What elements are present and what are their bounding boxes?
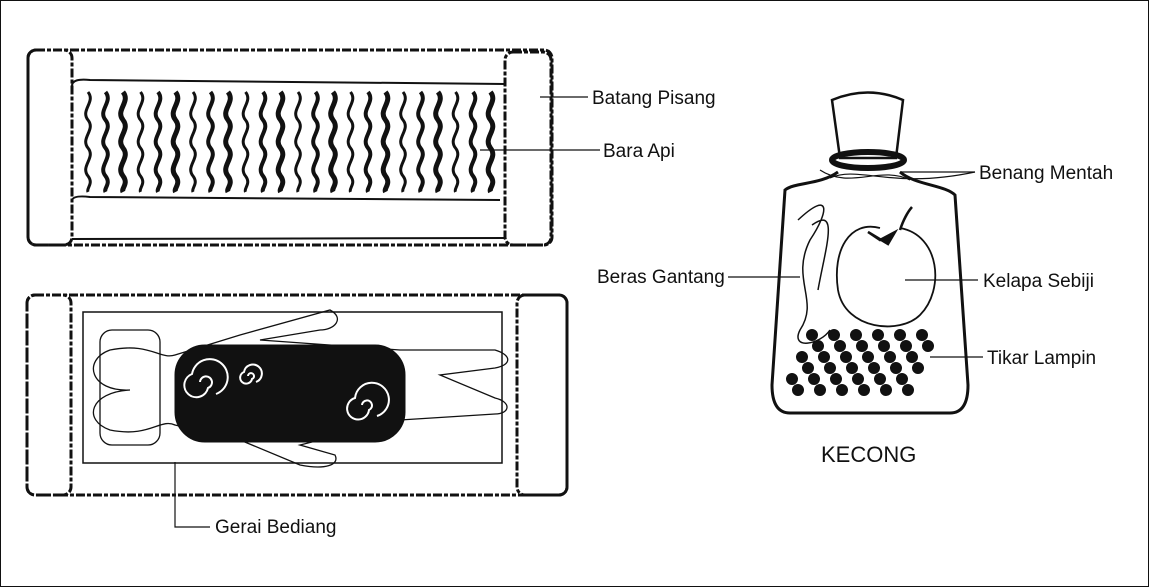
checker-dot <box>814 384 826 396</box>
body-cloth <box>174 344 406 443</box>
checker-dot <box>802 362 814 374</box>
label-kelapa-sebiji: Kelapa Sebiji <box>983 271 1094 292</box>
checker-dot <box>818 351 830 363</box>
raw-thread <box>819 169 976 181</box>
body-outline <box>92 309 509 468</box>
ember-stroke <box>451 91 460 193</box>
ember-stroke <box>153 90 163 193</box>
checker-dot <box>852 373 864 385</box>
gerai-mat <box>82 311 503 464</box>
checker-dot <box>786 373 798 385</box>
tikar-checker-mat <box>786 329 934 396</box>
checker-dot <box>868 362 880 374</box>
platform-trunk-left <box>25 293 73 497</box>
body-platform <box>25 293 569 497</box>
banana-trunk-right <box>503 50 553 247</box>
checker-dot <box>812 340 824 352</box>
checker-dot <box>900 340 912 352</box>
ember-stroke <box>206 90 215 193</box>
ember-stroke <box>118 90 128 194</box>
checker-dot <box>792 384 804 396</box>
ember-stroke <box>328 90 338 194</box>
cap-ring <box>829 149 907 171</box>
ember-stroke <box>433 90 443 194</box>
ember-stroke <box>346 91 355 193</box>
coconut-stem <box>867 206 913 246</box>
label-beras-gantang: Beras Gantang <box>597 267 725 288</box>
checker-dot <box>846 362 858 374</box>
checker-dot <box>916 329 928 341</box>
ember-stroke <box>485 90 496 194</box>
checker-dot <box>922 340 934 352</box>
checker-dot <box>874 373 886 385</box>
checker-dot <box>836 384 848 396</box>
ember-stroke <box>223 90 233 194</box>
ember-stroke <box>311 90 320 193</box>
checker-dot <box>858 384 870 396</box>
checker-dot <box>850 329 862 341</box>
label-benang-mentah: Benang Mentah <box>979 163 1113 184</box>
ember-stroke <box>241 91 250 193</box>
checker-dot <box>796 351 808 363</box>
label-batang-pisang: Batang Pisang <box>592 88 716 109</box>
ember-stroke <box>170 90 181 194</box>
checker-dot <box>906 351 918 363</box>
checker-dot <box>840 351 852 363</box>
ember-stroke <box>275 90 286 194</box>
label-bara-api: Bara Api <box>603 141 675 162</box>
rice-measure <box>797 204 831 344</box>
label-kecong: KECONG <box>821 442 916 467</box>
platform-trunk-right <box>515 293 569 497</box>
checker-dot <box>912 362 924 374</box>
checker-dot <box>824 362 836 374</box>
checker-dot <box>834 340 846 352</box>
checker-dot <box>896 373 908 385</box>
checker-dot <box>828 329 840 341</box>
checker-dot <box>878 340 890 352</box>
checker-dot <box>894 329 906 341</box>
bed-inner-lines <box>71 78 506 240</box>
checker-dot <box>862 351 874 363</box>
checker-dot <box>890 362 902 374</box>
leader-lines <box>174 96 983 528</box>
spiral-motifs <box>183 358 390 421</box>
fire-bed <box>26 48 554 247</box>
pillow <box>99 329 161 446</box>
checker-dot <box>902 384 914 396</box>
ember-stroke <box>380 90 391 194</box>
ember-stroke <box>468 90 478 193</box>
checker-dot <box>806 329 818 341</box>
ember-stroke <box>189 91 197 193</box>
ember-stroke <box>363 90 373 193</box>
ember-stroke <box>258 90 268 193</box>
checker-dot <box>830 373 842 385</box>
coconut <box>836 225 937 328</box>
checker-dot <box>880 384 892 396</box>
ember-stroke <box>136 91 145 193</box>
ember-stroke <box>84 91 92 193</box>
label-gerai-bediang: Gerai Bediang <box>215 517 336 538</box>
kecong-bottle <box>770 91 976 415</box>
ember-stroke <box>399 91 407 193</box>
ember-stroke <box>294 91 302 193</box>
banana-trunk-left <box>26 48 74 247</box>
checker-dot <box>808 373 820 385</box>
label-tikar-lampin: Tikar Lampin <box>987 348 1096 369</box>
checker-dot <box>856 340 868 352</box>
ember-stroke <box>416 90 425 193</box>
checker-dot <box>884 351 896 363</box>
checker-dot <box>872 329 884 341</box>
ember-stroke <box>101 90 110 193</box>
embers <box>84 90 496 194</box>
bottle-cap <box>830 91 905 160</box>
